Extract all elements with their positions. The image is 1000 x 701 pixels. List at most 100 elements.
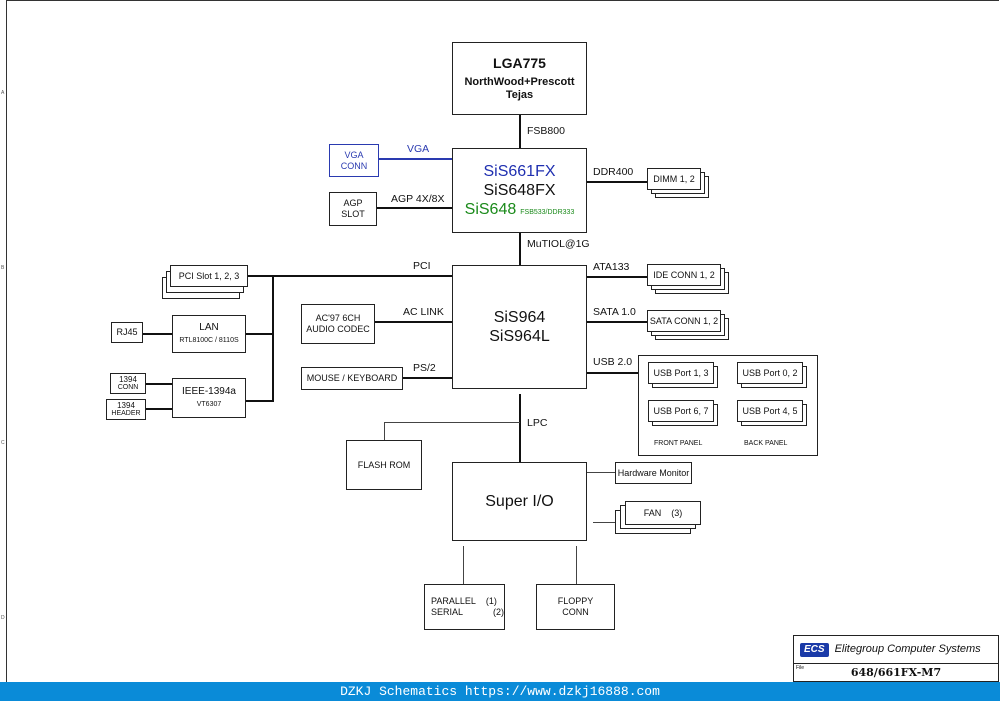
nb-chip-648fx: SiS648FX [483,181,556,199]
cpu-line2: Tejas [505,88,534,101]
hwmon-line [587,472,615,473]
pci-line [248,275,452,277]
lan-sub: RTL8100C / 8110S [179,337,239,345]
floppy-line2: CONN [562,607,589,617]
agp-label: AGP 4X/8X [391,193,445,205]
usb-port-0-2-label: USB Port 0, 2 [737,362,803,384]
margin-mark: C [1,440,5,446]
lpc-label: LPC [527,417,548,429]
front-panel-label: FRONT PANEL [654,440,703,447]
conn1394-block: 1394 CONN [110,373,146,394]
footer-banner: DZKJ Schematics https://www.dzkj16888.co… [0,682,1000,701]
pci-label: PCI [413,260,431,272]
ieee1394-block: IEEE-1394a VT6307 [172,378,246,418]
usb-port-6-7: USB Port 6, 7 [648,400,718,426]
rj45-block: RJ45 [111,322,143,343]
ieee1394-sub: VT6307 [196,401,222,409]
fan-line [593,522,615,523]
mouse-keyboard-label: MOUSE / KEYBOARD [306,373,398,384]
mouse-keyboard-block: MOUSE / KEYBOARD [301,367,403,390]
ieee1394-line [246,400,274,402]
file-label: File [796,665,805,671]
margin-mark: D [1,615,5,621]
vga-line [379,158,452,160]
parallel-line [463,546,464,584]
parallel-label: PARALLEL [431,596,476,607]
flash-rom-label: FLASH ROM [357,459,411,470]
conn1394-line [146,383,172,385]
sata-stack: SATA CONN 1, 2 [647,310,729,340]
cpu-block: LGA775 NorthWood+Prescott Tejas [452,42,587,115]
pci-slot-label: PCI Slot 1, 2, 3 [170,265,248,287]
vga-conn-block: VGA CONN [329,144,379,177]
header1394-line [146,408,172,410]
vga-conn-line2: CONN [340,160,368,171]
fsb-line [519,115,521,148]
usb-line [587,372,639,374]
back-panel-label: BACK PANEL [744,440,788,447]
vga-label: VGA [407,143,430,155]
serial-count: (2) [493,607,505,617]
flash-line-h [384,422,520,423]
header1394-block: 1394 HEADER [106,399,146,420]
schematic-frame [6,0,999,684]
ide-label: IDE CONN 1, 2 [647,264,721,286]
usb-label: USB 2.0 [593,356,633,368]
floppy-line1: FLOPPY [557,596,594,607]
fan-count: (3) [671,508,683,518]
lan-line [246,333,272,335]
title-block: ECS Elitegroup Computer Systems File 648… [793,635,999,682]
floppy-line [576,546,577,584]
hwmon-label: Hardware Monitor [617,467,690,478]
ddr-label: DDR400 [593,166,634,178]
vga-conn-line1: VGA [344,149,364,160]
rj45-line [143,333,172,335]
mutiol-line [519,233,521,265]
ac97-block: AC'97 6CH AUDIO CODEC [301,304,375,344]
usb-port-4-5: USB Port 4, 5 [737,400,807,426]
superio-block: Super I/O [452,462,587,541]
serial-label: SERIAL [431,607,464,617]
superio-label: Super I/O [485,492,554,510]
parallel-count: (1) [485,596,497,607]
header1394-line2: HEADER [111,410,141,418]
flash-line-v [384,422,385,440]
agp-slot-block: AGP SLOT [329,192,377,226]
dimm-stack: DIMM 1, 2 [647,168,709,198]
usb-port-6-7-label: USB Port 6, 7 [648,400,714,422]
usb-port-1-3-label: USB Port 1, 3 [648,362,714,384]
dimm-label: DIMM 1, 2 [647,168,701,190]
pci-slot-stack: PCI Slot 1, 2, 3 [160,265,248,299]
nb-chip-661fx: SiS661FX [483,162,556,180]
ddr-line [587,181,647,183]
cpu-socket: LGA775 [493,54,546,71]
usb-port-4-5-label: USB Port 4, 5 [737,400,803,422]
nb-chip-648-note: FSB533/DDR333 [520,209,575,217]
cpu-line1: NorthWood+Prescott [464,75,575,88]
margin-mark: B [1,265,5,271]
company-name: Elitegroup Computer Systems [834,642,981,655]
aclink-line [375,321,452,323]
northbridge-block: SiS661FX SiS648FX SiS648 FSB533/DDR333 [452,148,587,233]
aclink-label: AC LINK [403,306,444,318]
floppy-block: FLOPPY CONN [536,584,615,630]
sata-label: SATA 1.0 [593,306,636,318]
margin-mark: A [1,90,5,96]
hwmon-block: Hardware Monitor [615,462,692,484]
sb-line1: SiS964 [493,308,546,326]
agp-line [377,207,452,209]
nb-chip-648: SiS648 [464,201,517,219]
fan-label: FAN [643,508,662,518]
sata-line [587,321,647,323]
sata-conn-label: SATA CONN 1, 2 [647,310,721,332]
ecs-logo-icon: ECS [800,642,829,657]
ps2-line [403,377,452,379]
ata-line [587,276,647,278]
pci-bus-vertical [272,275,274,401]
header1394-line1: 1394 [117,400,135,410]
agp-slot-line2: SLOT [341,209,365,219]
ieee1394-title: IEEE-1394a [182,386,236,398]
fan-stack: FAN (3) [615,501,701,534]
ps2-label: PS/2 [413,362,436,374]
model-name: 648/661FX-M7 [850,665,942,679]
